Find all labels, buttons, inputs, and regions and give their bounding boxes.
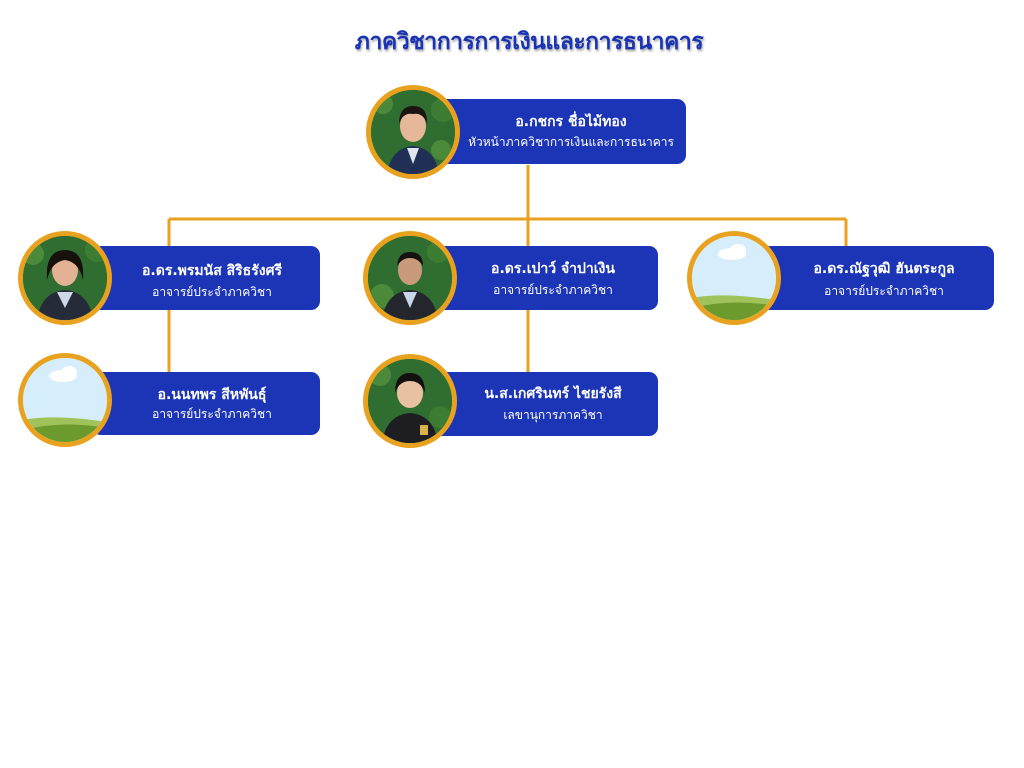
card-role: อาจารย์ประจำภาควิชา bbox=[493, 283, 613, 297]
card-role: หัวหน้าภาควิชาการเงินและการธนาคาร bbox=[468, 135, 674, 149]
card-role: อาจารย์ประจำภาควิชา bbox=[824, 284, 944, 298]
card-name: อ.ดร.ณัฐวุฒิ ฮันตระกูล bbox=[813, 261, 955, 277]
card-name: น.ส.เกศรินทร์ ไชยรังสี bbox=[484, 386, 622, 402]
person-photo-icon bbox=[371, 90, 455, 174]
org-card-member-3[interactable]: อ.ดร.ณัฐวุฒิ ฮันตระกูล อาจารย์ประจำภาควิ… bbox=[760, 246, 994, 310]
card-name: อ.ดร.เปาว์ จำปาเงิน bbox=[491, 261, 615, 277]
avatar-member-4 bbox=[18, 353, 112, 447]
avatar-head bbox=[366, 85, 460, 179]
avatar-member-1 bbox=[18, 231, 112, 325]
card-name: อ.กชกร ชื่อไม้ทอง bbox=[515, 114, 627, 130]
org-card-member-5[interactable]: น.ส.เกศรินทร์ ไชยรังสี เลขานุการภาควิชา bbox=[432, 372, 658, 436]
page-title: ภาควิชาการการเงินและการธนาคาร bbox=[354, 29, 704, 55]
avatar-member-5 bbox=[363, 354, 457, 448]
card-role: อาจารย์ประจำภาควิชา bbox=[152, 285, 272, 299]
card-name: อ.นนทพร สีหพันธุ์ bbox=[157, 387, 267, 403]
org-card-member-4[interactable]: อ.นนทพร สีหพันธุ์ อาจารย์ประจำภาควิชา bbox=[92, 372, 320, 435]
avatar-member-2 bbox=[363, 231, 457, 325]
card-role: อาจารย์ประจำภาควิชา bbox=[152, 407, 272, 421]
person-photo-icon bbox=[23, 236, 107, 320]
org-card-head[interactable]: อ.กชกร ชื่อไม้ทอง หัวหน้าภาควิชาการเงินแ… bbox=[436, 99, 686, 164]
avatar-member-3 bbox=[687, 231, 781, 325]
org-card-member-1[interactable]: อ.ดร.พรมนัส สิริธรังศรี อาจารย์ประจำภาคว… bbox=[92, 246, 320, 310]
person-photo-icon bbox=[368, 359, 452, 443]
org-card-member-2[interactable]: อ.ดร.เปาว์ จำปาเงิน อาจารย์ประจำภาควิชา bbox=[432, 246, 658, 310]
landscape-placeholder-icon bbox=[23, 358, 107, 442]
card-name: อ.ดร.พรมนัส สิริธรังศรี bbox=[142, 263, 282, 279]
person-photo-icon bbox=[368, 236, 452, 320]
landscape-placeholder-icon bbox=[692, 236, 776, 320]
card-role: เลขานุการภาควิชา bbox=[503, 408, 603, 422]
